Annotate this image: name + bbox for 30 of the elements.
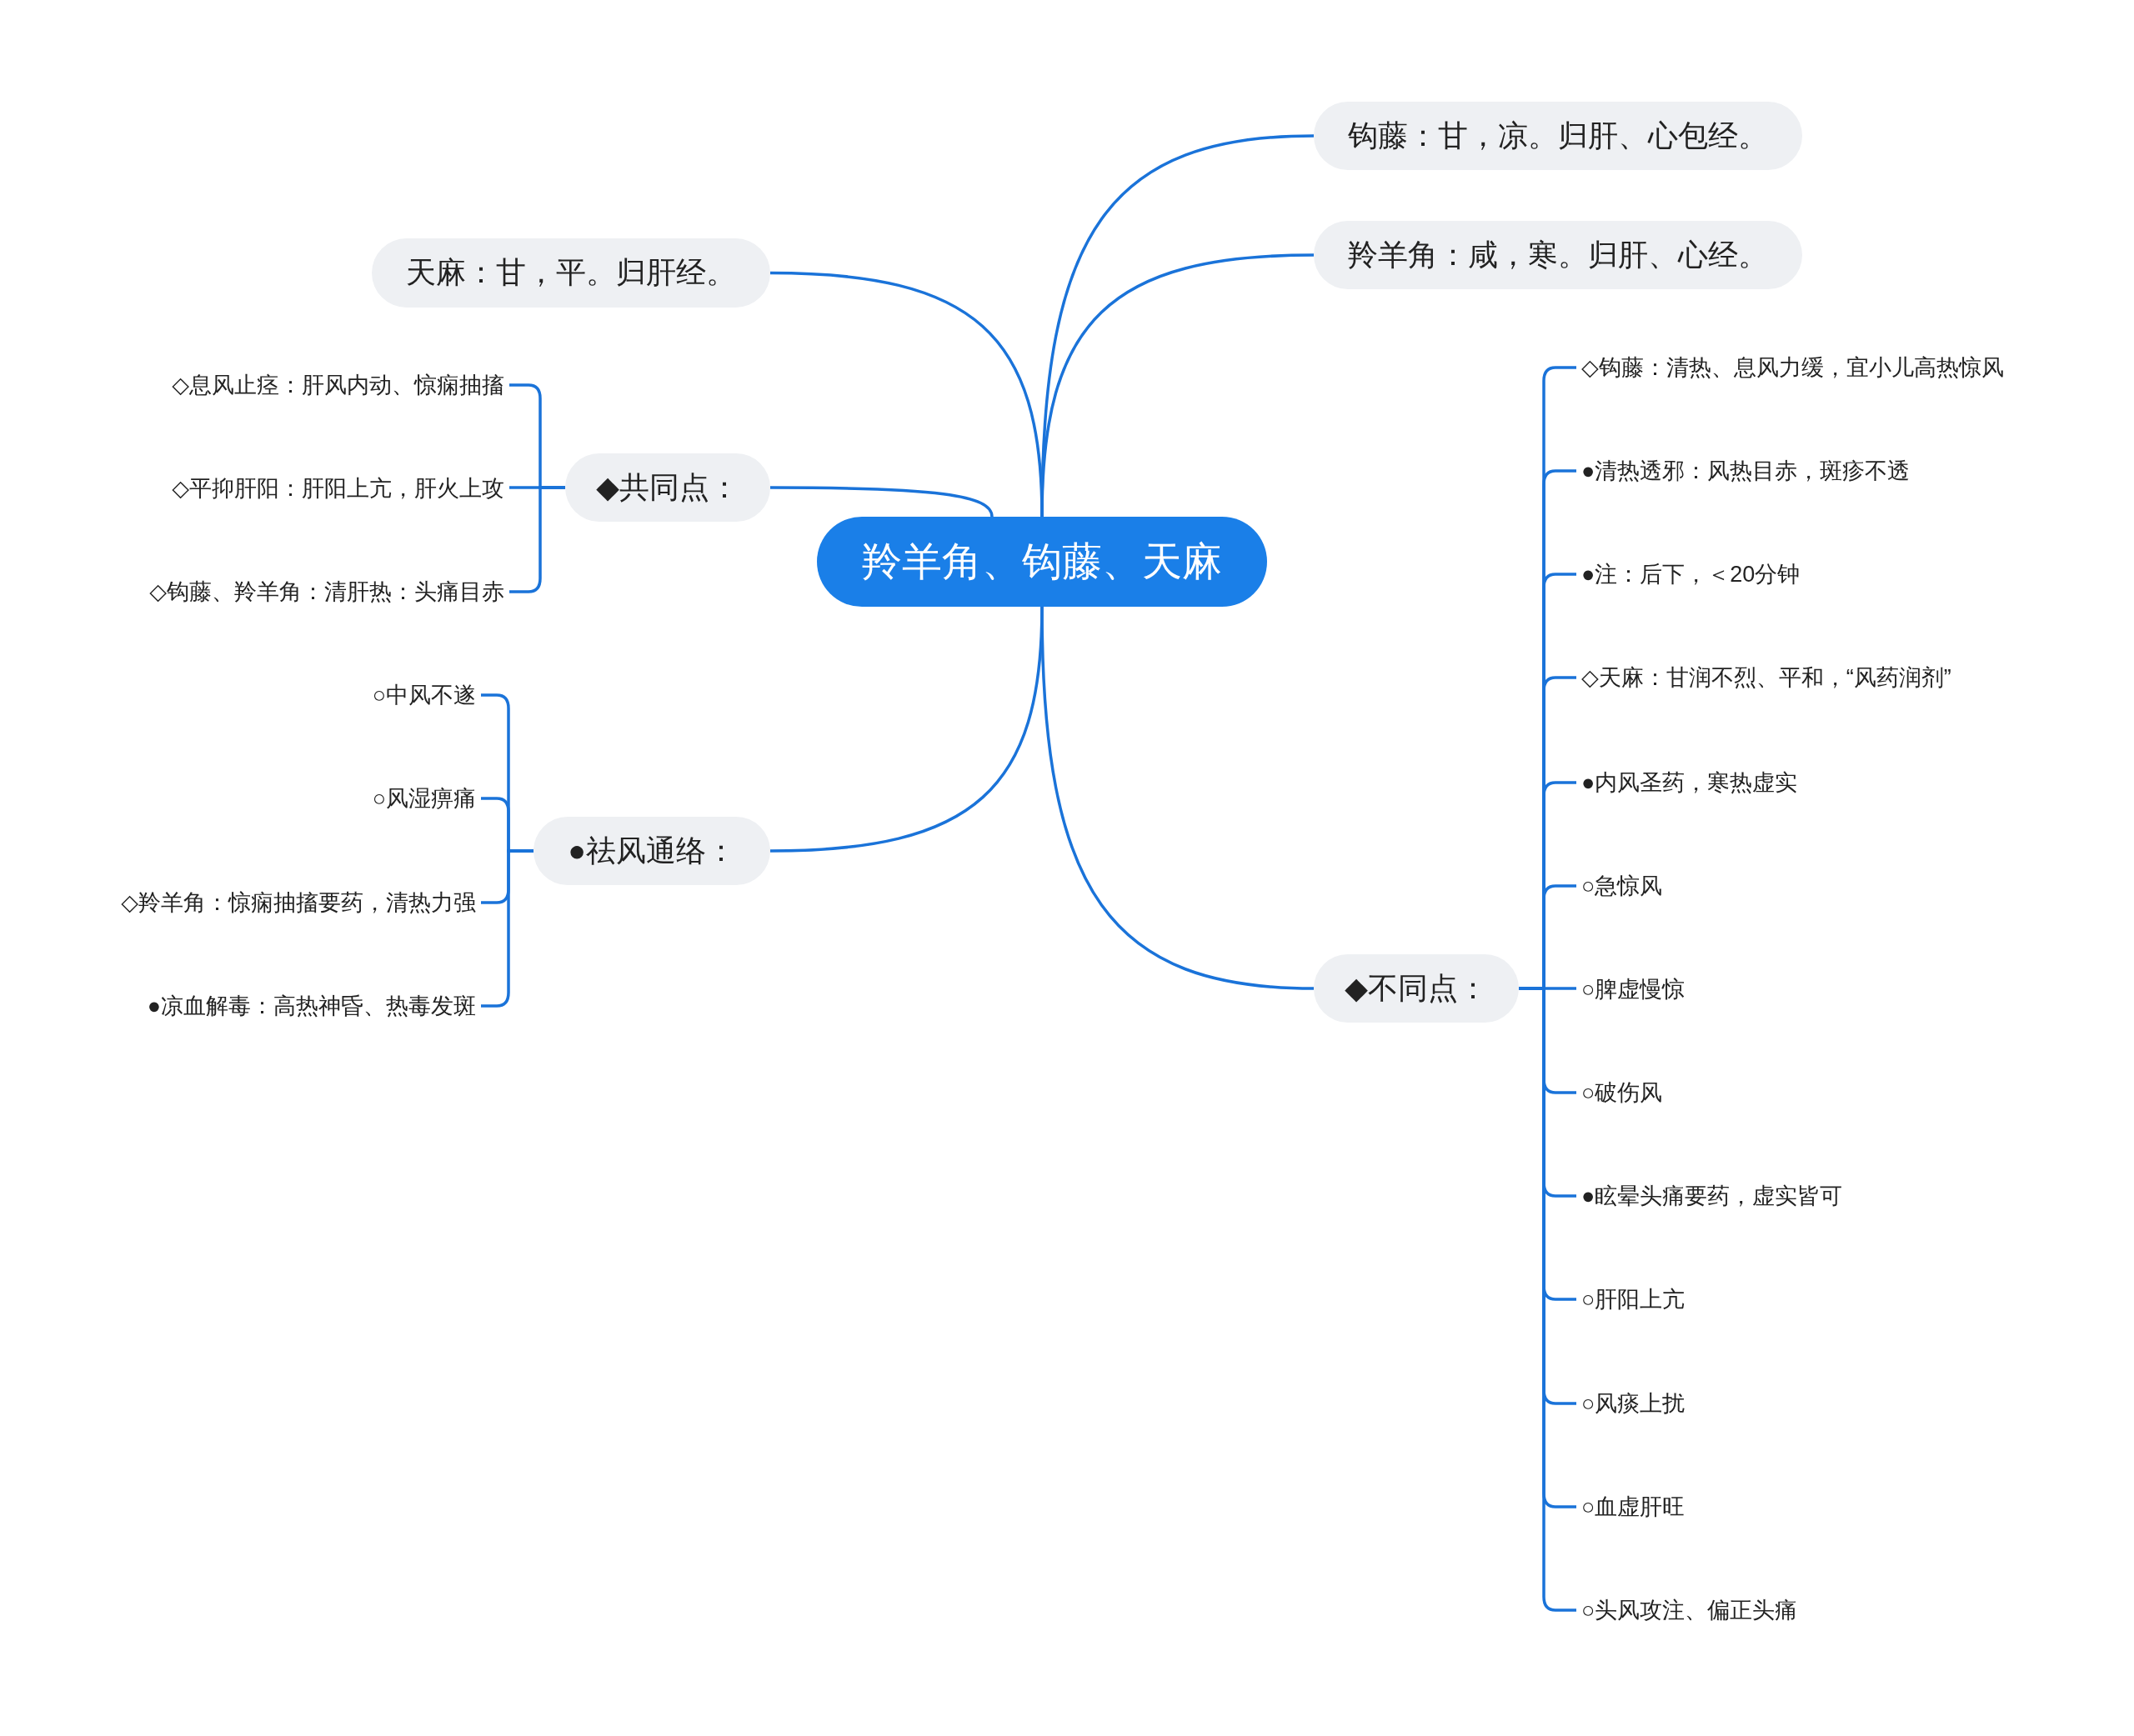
central-topic: 羚羊角、钩藤、天麻 <box>817 517 1267 607</box>
subtopic-text: ●注：后下，＜20分钟 <box>1576 558 1806 591</box>
subtopic-text: ○急惊风 <box>1576 869 1668 903</box>
topic-box: ●祛风通络： <box>534 817 770 885</box>
subtopic-text: ○中风不遂 <box>367 678 481 712</box>
topic-box: 钩藤：甘，凉。归肝、心包经。 <box>1314 102 1802 170</box>
topic-box: ◆共同点： <box>565 453 770 522</box>
connector-line <box>1040 606 1315 990</box>
subtopic-text: ◇羚羊角：惊痫抽搐要药，清热力强 <box>116 886 481 919</box>
subtopic-text: ●清热透邪：风热目赤，斑疹不透 <box>1576 454 1916 488</box>
subtopic-text: ◇钩藤：清热、息风力缓，宜小儿高热惊风 <box>1576 351 2009 384</box>
subtopic-text: ●凉血解毒：高热神昏、热毒发斑 <box>142 989 481 1023</box>
subtopic-text: ●眩晕头痛要药，虚实皆可 <box>1576 1179 1848 1213</box>
connector-line <box>769 271 1044 518</box>
connector-line <box>770 486 994 518</box>
subtopic-text: ○头风攻注、偏正头痛 <box>1576 1593 1803 1627</box>
subtopic-text: ●内风圣药，寒热虚实 <box>1576 766 1803 799</box>
subtopic-text: ◇息风止痉：肝风内动、惊痫抽搐 <box>167 368 509 402</box>
subtopic-text: ○肝阳上亢 <box>1576 1283 1691 1316</box>
topic-box: 天麻：甘，平。归肝经。 <box>372 238 770 308</box>
topic-box: 羚羊角：咸，寒。归肝、心经。 <box>1314 221 1802 289</box>
subtopic-text: ○脾虚慢惊 <box>1576 973 1691 1006</box>
topic-box: ◆不同点： <box>1314 954 1519 1023</box>
subtopic-text: ○破伤风 <box>1576 1076 1668 1109</box>
subtopic-text: ○风湿痹痛 <box>367 782 481 815</box>
subtopic-text: ◇天麻：甘润不烈、平和，“风药润剂” <box>1576 661 1956 694</box>
subtopic-text: ◇平抑肝阳：肝阳上亢，肝火上攻 <box>167 472 509 505</box>
subtopic-text: ○风痰上扰 <box>1576 1387 1691 1420</box>
subtopic-text: ○血虚肝旺 <box>1576 1490 1691 1523</box>
subtopic-text: ◇钩藤、羚羊角：清肝热：头痛目赤 <box>144 575 509 608</box>
